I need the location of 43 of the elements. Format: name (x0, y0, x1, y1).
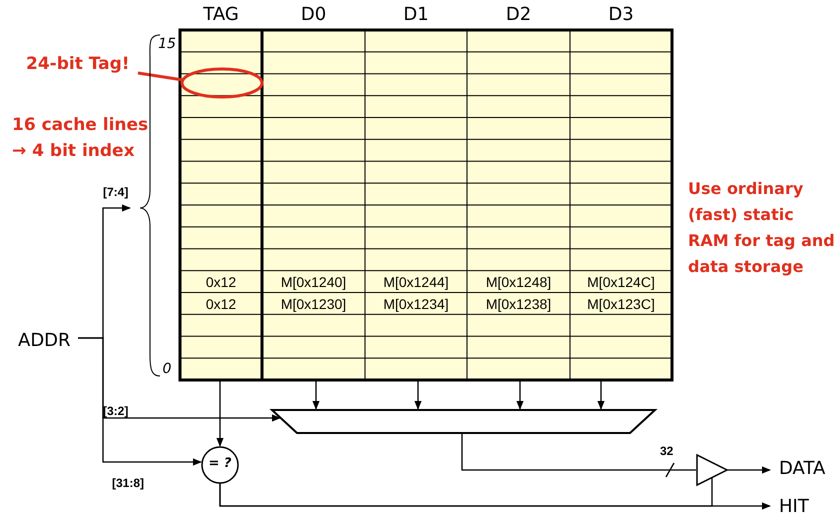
row-index: 15 (157, 36, 177, 52)
column-header: TAG (202, 4, 240, 25)
comparator-circle (201, 446, 239, 484)
note-text: 16 cache lines → 4 bit index (12, 114, 150, 163)
edge-label: [7:4] (103, 185, 128, 199)
table-cell-text: M[0x124C] (586, 272, 656, 292)
table-cell-text: M[0x1234] (382, 294, 450, 314)
wire (461, 434, 696, 471)
edge-label: [3:2] (103, 404, 128, 418)
edge-label: 32 (660, 444, 674, 458)
wire (414, 381, 422, 410)
table-cell-text: M[0x1248] (484, 272, 552, 292)
wire (219, 478, 713, 507)
note-text: Use ordinary (fast) static RAM for tag and data storage (688, 178, 836, 278)
table-cell-text: 0x12 (204, 294, 238, 314)
column-header: D1 (402, 4, 430, 25)
wire (78, 337, 202, 466)
comparator-label: = ? (208, 456, 232, 471)
signal-label: HIT (779, 496, 809, 517)
cache-table (178, 28, 674, 382)
wire (597, 381, 605, 410)
table-cell-text: M[0x123C] (586, 294, 656, 314)
leader-line (138, 72, 184, 82)
table-cell-text: 0x12 (204, 272, 238, 292)
wire (516, 381, 524, 410)
column-header: D2 (504, 4, 532, 25)
wire (312, 381, 320, 410)
table-cell-text: M[0x1230] (280, 294, 348, 314)
column-header: D0 (300, 4, 328, 25)
wire (216, 381, 224, 447)
row-index: 0 (162, 361, 172, 377)
table-cell-text: M[0x1240] (280, 272, 348, 292)
table-cell-text: M[0x1244] (382, 272, 450, 292)
signal-label: DATA (779, 458, 826, 479)
highlight-ellipse (180, 68, 264, 98)
column-header: D3 (607, 4, 635, 25)
edge-label: [31:8] (112, 476, 144, 490)
signal-label: ADDR (18, 330, 71, 351)
multiplexer (269, 409, 658, 434)
wire (727, 466, 771, 474)
table-cell-text: M[0x1238] (484, 294, 552, 314)
tristate-buffer (696, 454, 729, 486)
callout-text: 24-bit Tag! (26, 54, 130, 74)
